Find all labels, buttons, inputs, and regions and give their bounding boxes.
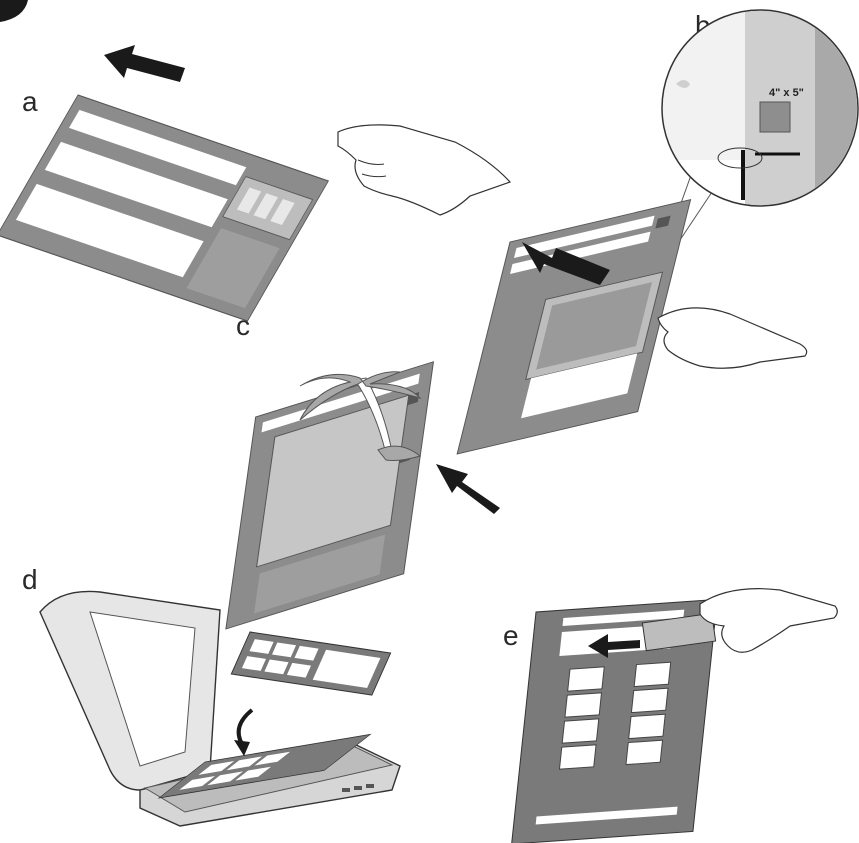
holder-frame [271,642,297,658]
holder-area [254,534,386,614]
holder-window [535,806,678,825]
curved-arrow-head [234,740,250,756]
slide-image [536,282,653,370]
film-frame [628,713,666,740]
film-frame [625,739,664,766]
holder-frame [207,771,244,786]
arrow-icon [104,45,185,82]
holder-frame [226,756,263,771]
holder-window [312,649,381,688]
panel-label-e: e [503,620,519,651]
holder-window [521,353,638,419]
holder-frame [241,656,267,671]
palm-base [377,445,422,461]
panel-e-illustration [511,588,838,843]
holder-area [186,228,280,309]
holder-frame [254,751,291,766]
hand-icon [699,588,838,653]
film-strip [641,612,717,652]
holder-window [514,215,655,259]
film-frame [630,687,669,714]
arrow-icon [588,634,640,658]
corner-mark [0,0,28,22]
film-frame [270,198,295,226]
panel-a-illustration [0,45,512,322]
hand-icon [337,124,512,216]
holder-window [562,609,685,627]
holder-window [69,109,247,186]
film-frame [567,666,605,692]
curved-arrow-icon [236,708,254,745]
zoom-size-label: 4" x 5" [769,87,804,99]
panel-label-d: d [22,564,38,595]
holder-frame [294,645,319,661]
holder-tab [655,215,671,229]
film-frame [253,193,278,220]
holder-window [15,183,204,278]
arrow-icon [522,242,610,285]
palm-leaves [299,371,422,421]
hand-icon [657,307,808,369]
scanner-button [366,784,374,788]
holder-frame [286,662,312,678]
lid-backing [89,611,196,767]
scanner-button [354,786,362,790]
scanner-button [342,788,350,792]
holder-window [44,141,228,228]
holder-frame [179,776,216,790]
hand-detail [357,159,387,178]
panel-d-illustration [39,590,401,827]
film-frame [236,187,262,214]
film-frame [633,661,672,688]
film-holder-e [511,598,718,843]
holder-frame [249,639,274,654]
film-frame [558,744,597,770]
zoom-size-mark [759,101,791,133]
holder-frame [264,659,289,675]
zoom-deco [676,80,690,88]
arrow-icon [436,464,500,514]
panel-c-illustration [225,361,500,630]
film-frame [561,718,600,744]
panel-label-a: a [22,86,38,117]
film-frame [564,692,603,718]
panel-b-illustration: 4" x 5" [456,9,859,455]
holder-frame [198,761,235,775]
zoom-highlight [717,147,763,169]
holder-frame [235,766,271,781]
